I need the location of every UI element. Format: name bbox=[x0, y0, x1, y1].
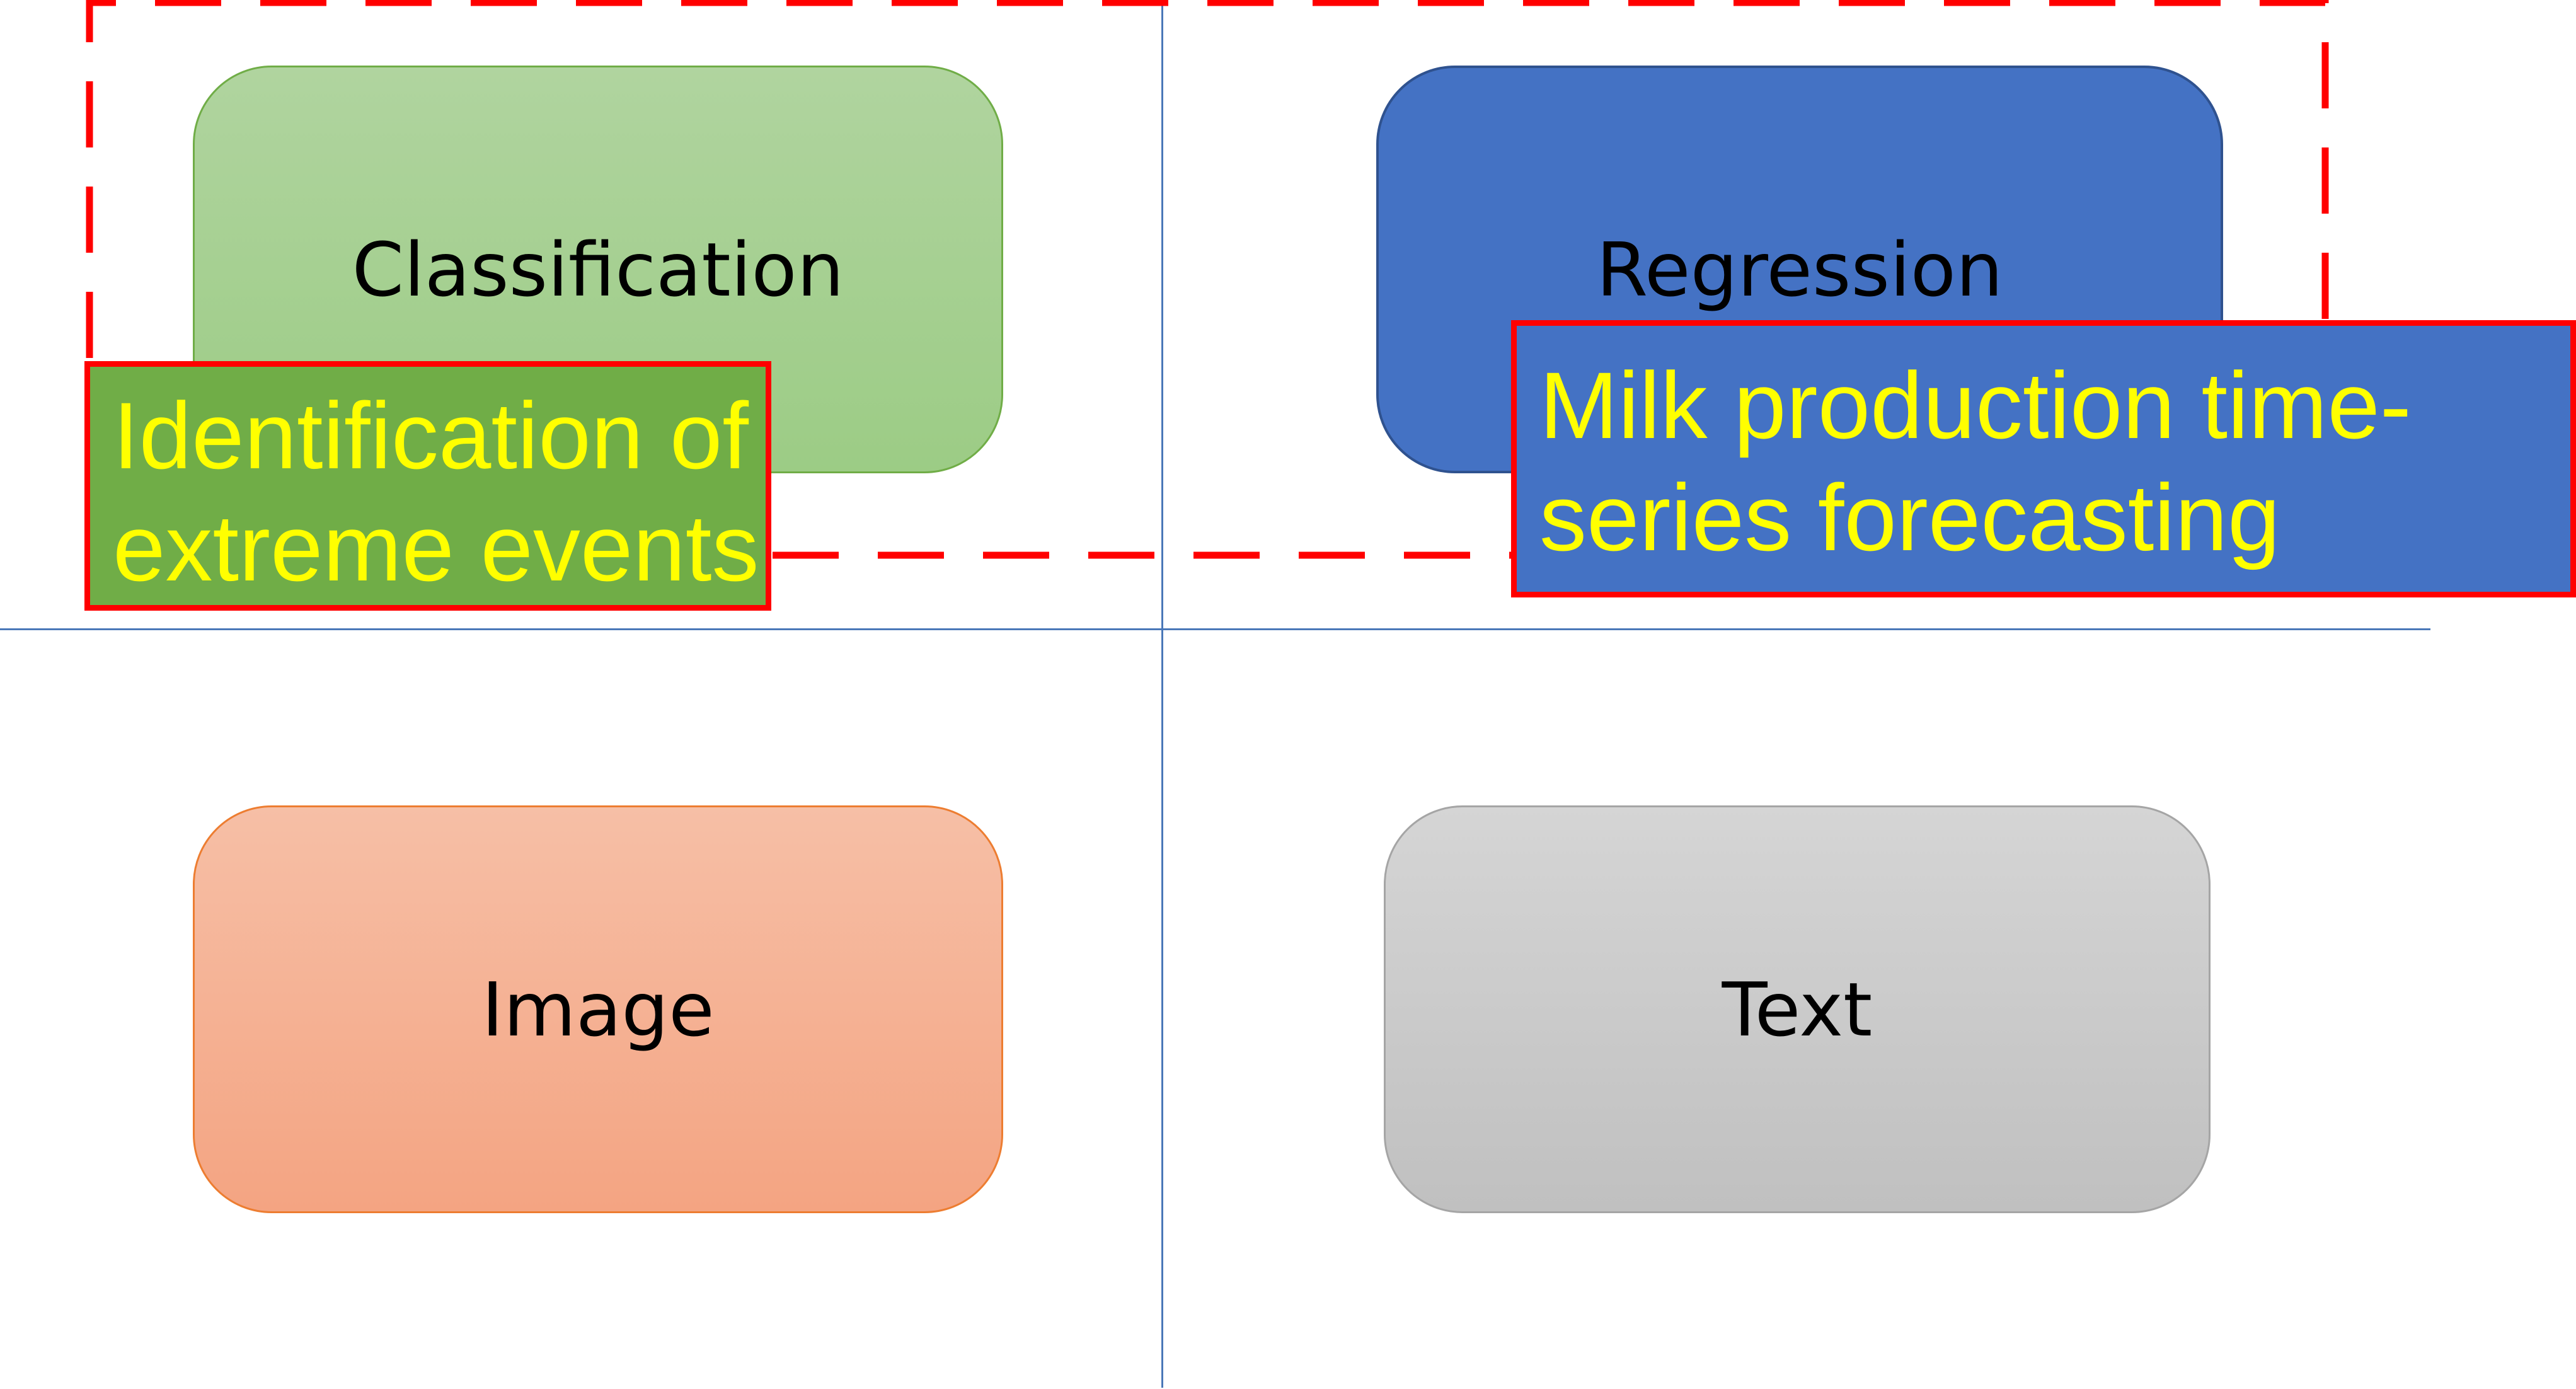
regression-label: Regression bbox=[1596, 226, 2003, 313]
image-box: Image bbox=[193, 805, 1003, 1213]
image-label: Image bbox=[481, 965, 715, 1053]
extreme-events-line-1: Identification of bbox=[113, 383, 749, 488]
extreme-events-line-2: extreme events bbox=[113, 495, 759, 601]
milk-forecasting-line-2: series forecasting bbox=[1539, 464, 2280, 570]
extreme-events-callout: Identification of extreme events bbox=[84, 361, 771, 611]
horizontal-divider bbox=[0, 628, 2430, 630]
classification-label: Classification bbox=[352, 226, 844, 313]
milk-forecasting-callout: Milk production time- series forecasting bbox=[1511, 320, 2576, 597]
vertical-divider bbox=[1161, 0, 1163, 1388]
text-label: Text bbox=[1722, 965, 1873, 1053]
text-box: Text bbox=[1384, 805, 2211, 1213]
milk-forecasting-line-1: Milk production time- bbox=[1539, 352, 2412, 458]
